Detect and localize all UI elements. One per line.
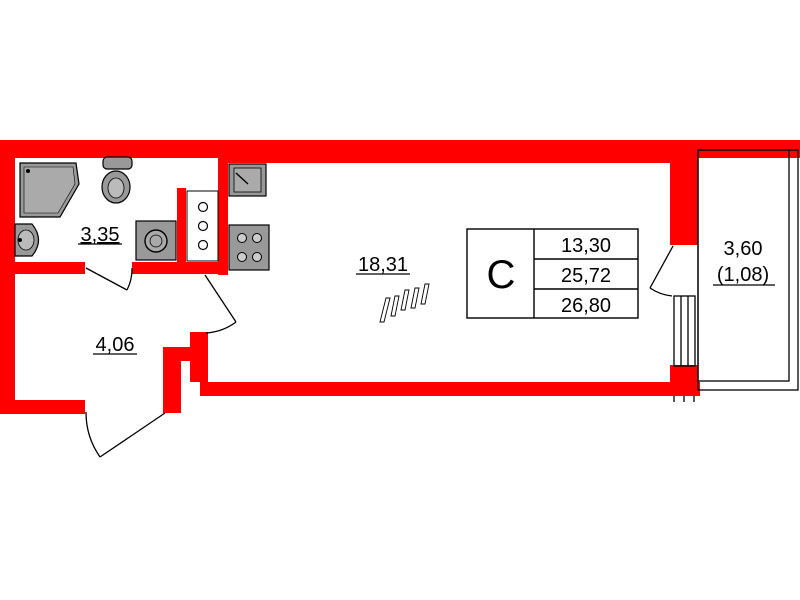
entrance-door-leaf (99, 412, 166, 458)
balcony-door-frame (673, 295, 696, 367)
washing-machine-icon (135, 220, 177, 261)
wall-bath-bottom-right (132, 262, 224, 274)
hallway-area-label: 4,06 (96, 334, 135, 356)
wall-entry-pillar-top (163, 347, 193, 361)
apartment-type-letter: С (487, 253, 516, 297)
wall-entry-pillar (163, 347, 181, 413)
wall-right-top (670, 140, 698, 245)
balcony-area-label: 3,60 (724, 238, 763, 260)
ventilation-shaft-icon (186, 190, 219, 262)
toilet-icon (101, 156, 133, 204)
balcony-rail (697, 149, 790, 382)
wall-bottom-main (200, 382, 700, 396)
wall-top-inner (218, 155, 673, 163)
wall-bath-right (218, 155, 228, 275)
balcony-door-leaf (649, 245, 674, 289)
main-room-area-label: 18,31 (358, 254, 408, 276)
shower-tray-icon (19, 162, 80, 218)
wall-entry-pillar-2 (190, 332, 208, 382)
wall-left (0, 140, 15, 412)
kitchen-sink-icon (228, 163, 267, 197)
stove-icon (228, 224, 270, 271)
wall-bottom-left (0, 400, 85, 414)
wall-kitchen-column (177, 188, 186, 262)
area-summary-table (466, 228, 639, 319)
thin-lines (85, 149, 799, 458)
total-area-with-balcony-value: 26,80 (561, 295, 611, 317)
bathroom-area-label: 3,35 (81, 224, 120, 246)
bath-door-leaf (85, 267, 128, 291)
walls (0, 140, 800, 414)
wall-bath-bottom (15, 262, 85, 274)
wall-right-bottom (670, 365, 698, 396)
room-door-leaf (204, 274, 237, 323)
north-arrow-icon (379, 283, 430, 323)
balcony-reduced-area-label: (1,08) (717, 264, 769, 286)
total-area-value: 25,72 (561, 265, 611, 287)
wall-top (0, 140, 800, 158)
living-area-value: 13,30 (561, 235, 611, 257)
washbasin-icon (14, 223, 40, 257)
